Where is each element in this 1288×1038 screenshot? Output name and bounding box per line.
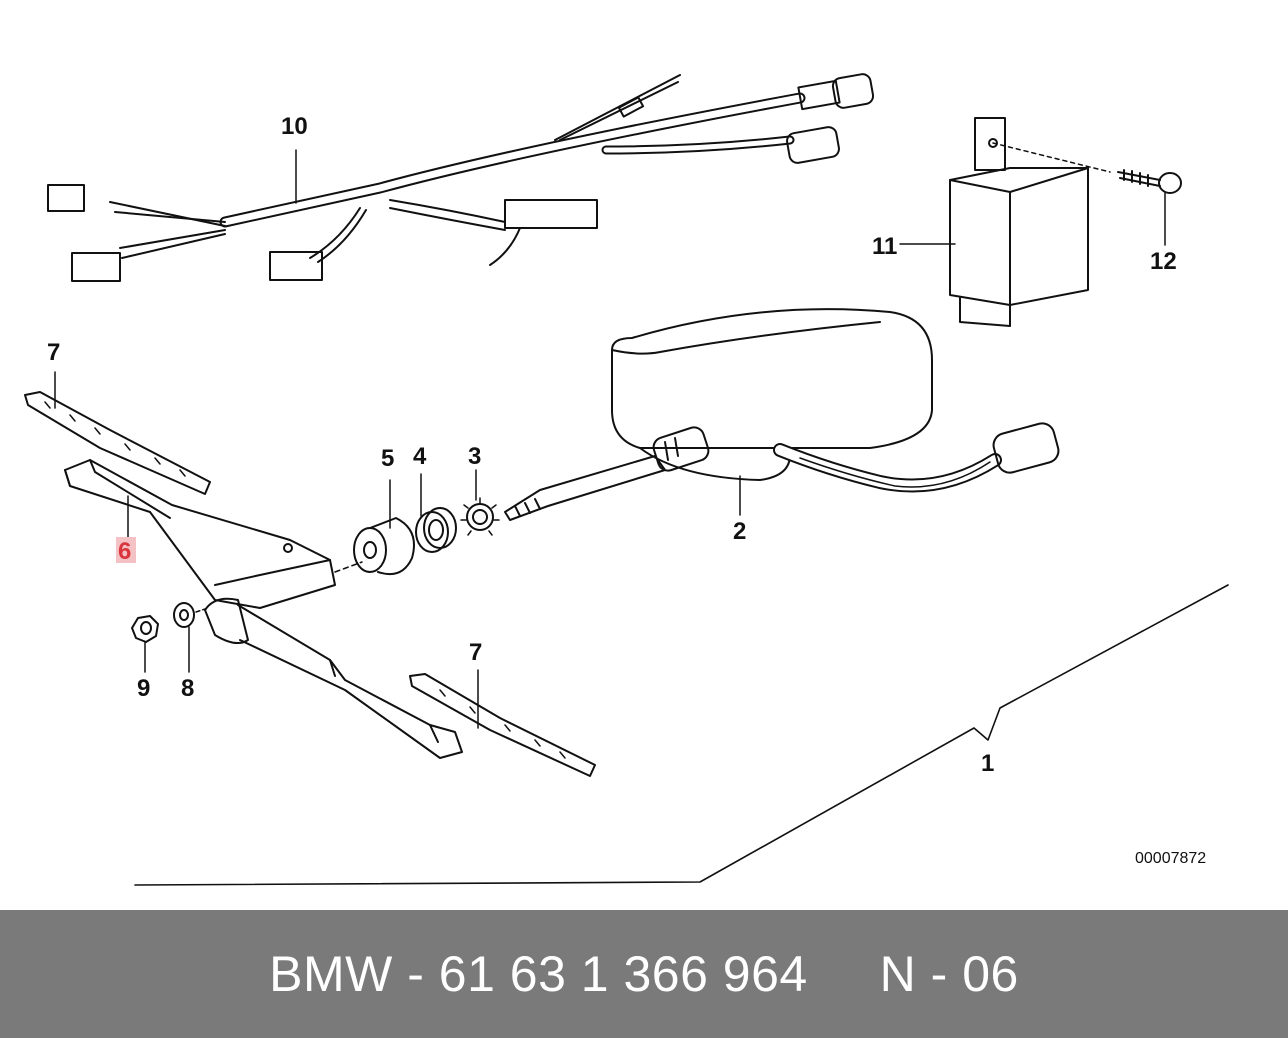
callout-10: 10 xyxy=(281,113,308,140)
bearing-ring xyxy=(415,473,457,553)
washer xyxy=(173,602,209,673)
callout-8: 8 xyxy=(181,675,194,702)
callout-5: 5 xyxy=(381,445,394,472)
drawing-number: 00007872 xyxy=(1135,850,1206,867)
callout-3: 3 xyxy=(468,443,481,470)
callout-2: 2 xyxy=(733,518,746,545)
callout-4: 4 xyxy=(413,443,427,470)
parts-diagram: 10 11 12 7 5 4 3 2 6 7 9 8 1 00007872 xyxy=(24,73,1229,886)
kit-bracket xyxy=(134,584,1229,886)
screw xyxy=(1117,169,1182,246)
callout-7-upper: 7 xyxy=(47,339,60,366)
footer-bar: BMW - 61 63 1 366 964 N - 06 xyxy=(0,910,1288,1038)
part-number-caption: BMW - 61 63 1 366 964 N - 06 xyxy=(269,946,1019,1002)
callout-12: 12 xyxy=(1150,248,1177,275)
callout-9: 9 xyxy=(137,675,150,702)
callout-7-lower: 7 xyxy=(469,639,482,666)
wiring-harness xyxy=(47,73,875,282)
relay xyxy=(899,117,1111,327)
rubber-bushing xyxy=(353,479,415,576)
hex-nut xyxy=(131,615,159,673)
callout-6: 6 xyxy=(118,538,131,565)
wiper-blade-lower xyxy=(409,669,596,777)
wiper-blade-upper xyxy=(24,371,211,495)
wiper-motor xyxy=(504,308,1060,521)
callout-1: 1 xyxy=(981,750,994,777)
lock-washer xyxy=(460,469,500,536)
wiper-arm xyxy=(64,459,463,759)
highlight-box xyxy=(116,537,136,563)
callout-11: 11 xyxy=(872,233,897,260)
